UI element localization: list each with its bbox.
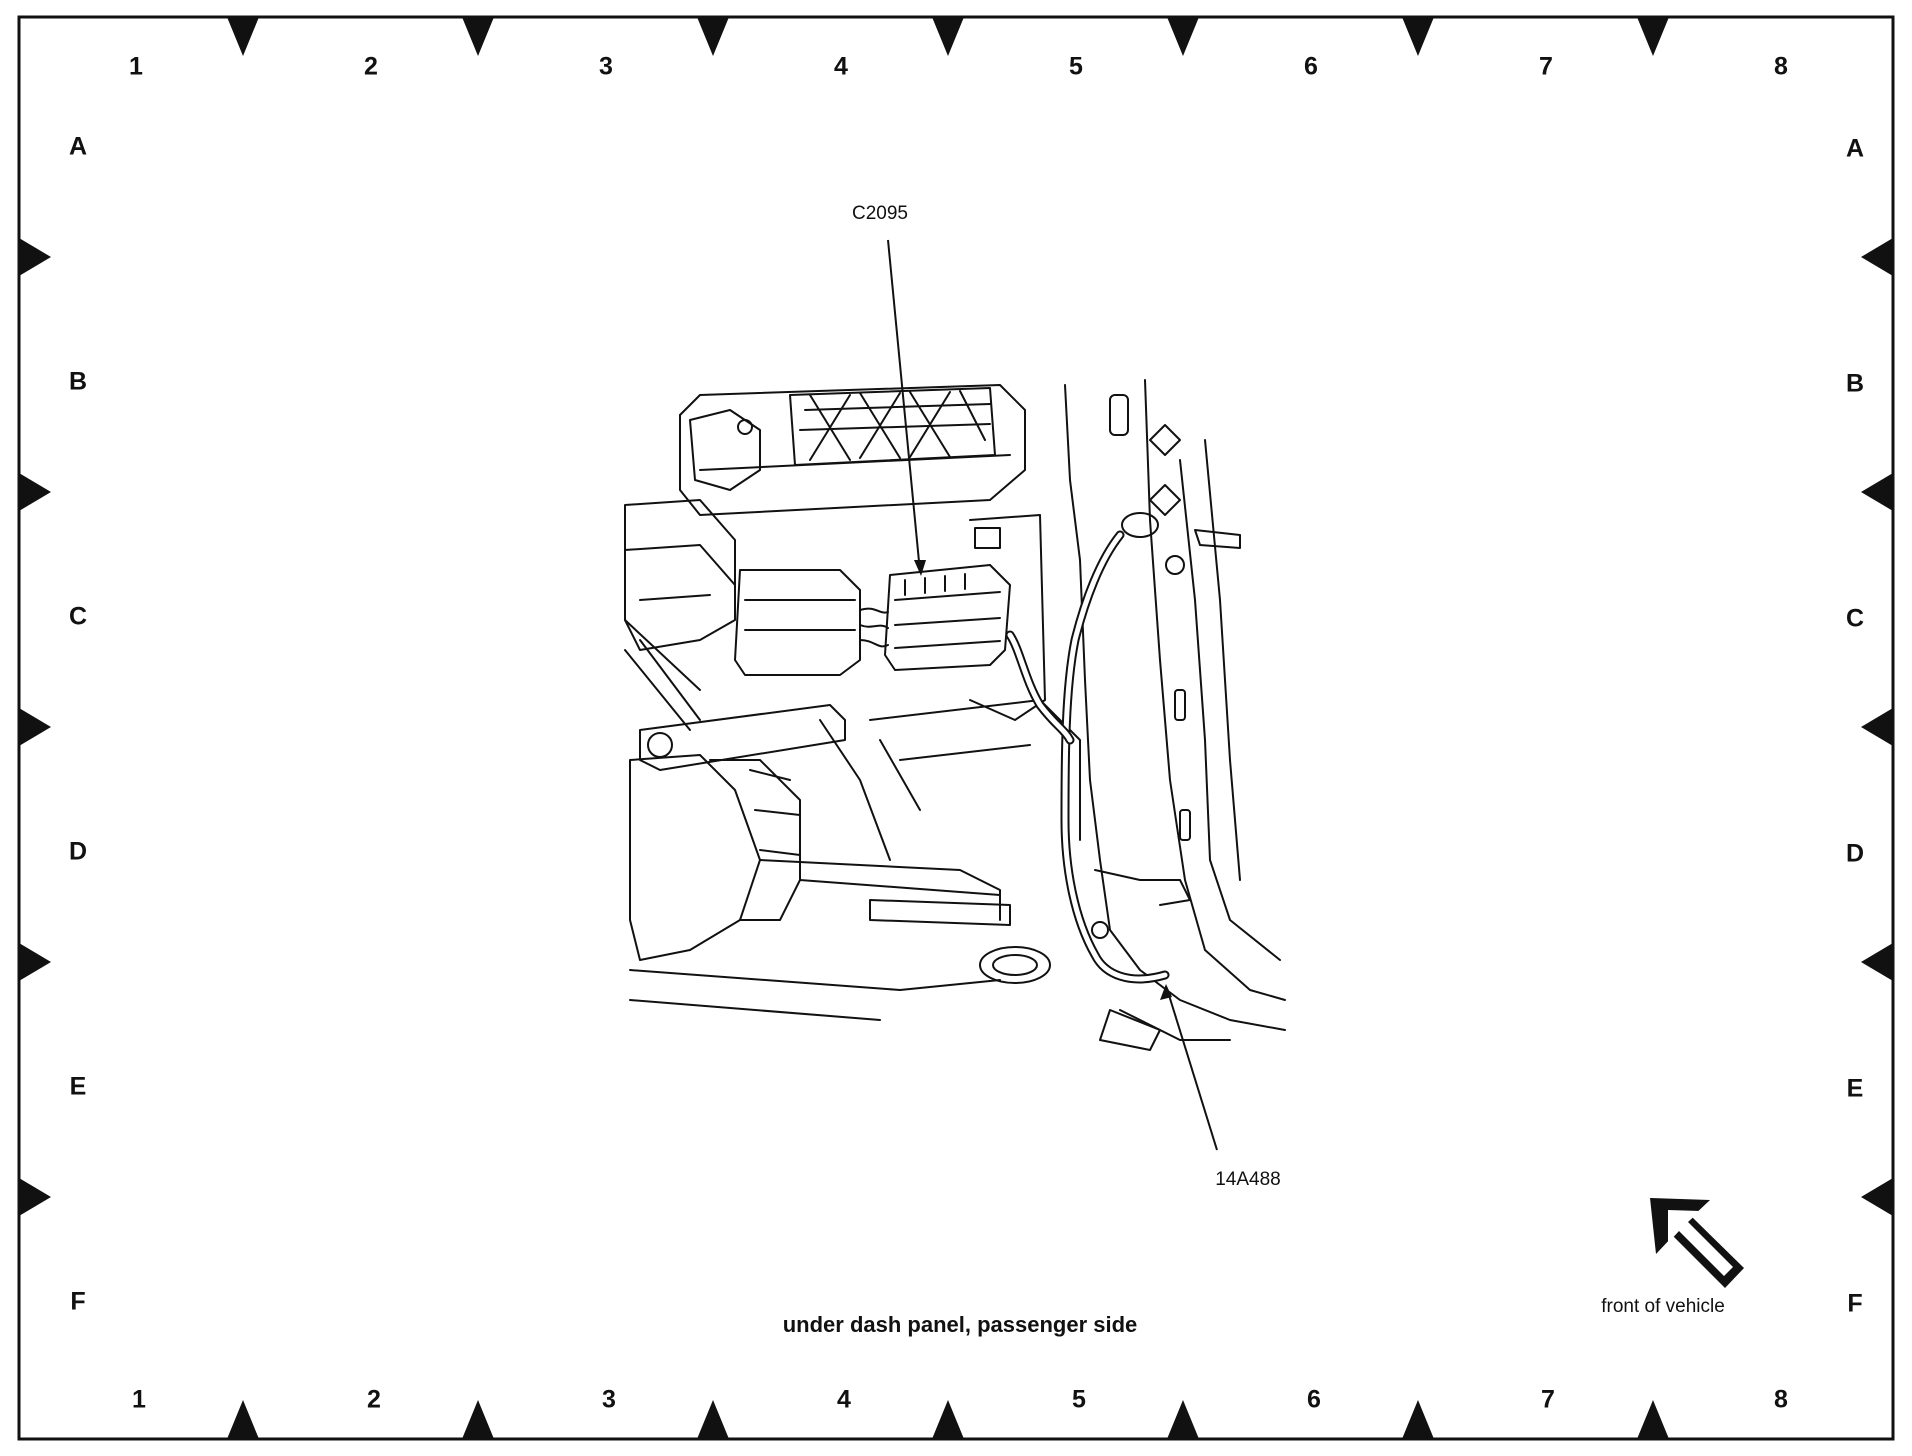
zone-marker-right <box>1861 473 1893 511</box>
pillar-grommet <box>1121 512 1159 538</box>
mount-bracket <box>969 514 1046 721</box>
zone-marker-top <box>1167 17 1199 56</box>
zone-marker-left <box>19 238 51 276</box>
row-label-right: E <box>1846 1074 1864 1103</box>
housing-grille <box>789 387 996 466</box>
c2095-leader-arrow <box>914 560 926 576</box>
zone-marker-bottom <box>227 1400 259 1439</box>
zone-marker-top <box>462 17 494 56</box>
zone-marker-left <box>19 708 51 746</box>
col-label-bottom: 7 <box>1541 1385 1555 1414</box>
col-label-bottom: 6 <box>1307 1385 1321 1414</box>
connector-block <box>884 564 1011 671</box>
callout-14A488: 14A488 <box>1215 1169 1281 1190</box>
hvac-housing <box>679 384 1026 516</box>
zone-marker-right <box>1861 943 1893 981</box>
14A488-leader-arrow <box>1160 984 1172 1000</box>
door-sill <box>1094 869 1231 1041</box>
a-pillar <box>1064 384 1286 1031</box>
arrow-icon <box>1650 1198 1744 1288</box>
col-label-top: 6 <box>1304 52 1318 81</box>
dash-illustration <box>624 379 1286 1051</box>
zone-marker-right <box>1861 1178 1893 1216</box>
duct-left <box>689 409 761 491</box>
floor-grommet <box>979 946 1051 984</box>
zone-marker-top <box>697 17 729 56</box>
zone-markers-right <box>1861 238 1893 1216</box>
col-label-top: 8 <box>1774 52 1788 81</box>
diagram-caption: under dash panel, passenger side <box>782 1312 1138 1337</box>
struts <box>624 619 701 731</box>
col-label-bottom: 4 <box>837 1385 851 1414</box>
zone-markers-top <box>227 17 1669 56</box>
col-label-bottom: 1 <box>132 1385 146 1414</box>
row-label-left: B <box>68 367 88 396</box>
module-box <box>734 569 861 676</box>
col-label-bottom: 2 <box>367 1385 381 1414</box>
zone-marker-left <box>19 473 51 511</box>
zone-marker-right <box>1861 238 1893 276</box>
zone-marker-top <box>932 17 964 56</box>
col-label-bottom: 8 <box>1774 1385 1788 1414</box>
zone-markers-left <box>19 238 51 1216</box>
col-label-bottom: 5 <box>1072 1385 1086 1414</box>
row-label-right: C <box>1845 604 1865 633</box>
14A488-leader <box>1167 991 1218 1151</box>
zone-marker-bottom <box>1637 1400 1669 1439</box>
col-label-top: 3 <box>599 52 613 81</box>
center-console <box>629 754 761 961</box>
zone-marker-bottom <box>462 1400 494 1439</box>
row-label-left: E <box>69 1072 87 1101</box>
zone-marker-left <box>19 943 51 981</box>
zone-marker-bottom <box>1402 1400 1434 1439</box>
row-label-left: D <box>68 837 88 866</box>
row-label-right: B <box>1845 369 1865 398</box>
front-of-vehicle-label: front of vehicle <box>1601 1296 1725 1317</box>
col-label-top: 5 <box>1069 52 1083 81</box>
row-label-right: F <box>1847 1289 1863 1318</box>
zone-marker-bottom <box>1167 1400 1199 1439</box>
callout-c2095: C2095 <box>852 203 908 224</box>
zone-markers-bottom <box>227 1400 1669 1439</box>
col-label-top: 1 <box>129 52 143 81</box>
row-label-left: F <box>70 1287 86 1316</box>
row-label-right: A <box>1845 134 1865 163</box>
zone-marker-bottom <box>697 1400 729 1439</box>
col-label-top: 7 <box>1539 52 1553 81</box>
zone-marker-top <box>1402 17 1434 56</box>
zone-marker-bottom <box>932 1400 964 1439</box>
row-label-left: C <box>68 602 88 631</box>
row-label-right: D <box>1845 839 1865 868</box>
page-border <box>17 15 1895 1441</box>
row-label-left: A <box>68 132 88 161</box>
col-label-top: 2 <box>364 52 378 81</box>
zone-marker-right <box>1861 708 1893 746</box>
c2095-leader <box>887 239 921 573</box>
zone-marker-top <box>1637 17 1669 56</box>
zone-marker-left <box>19 1178 51 1216</box>
col-label-bottom: 3 <box>602 1385 616 1414</box>
air-duct <box>624 499 736 651</box>
zone-marker-top <box>227 17 259 56</box>
col-label-top: 4 <box>834 52 848 81</box>
